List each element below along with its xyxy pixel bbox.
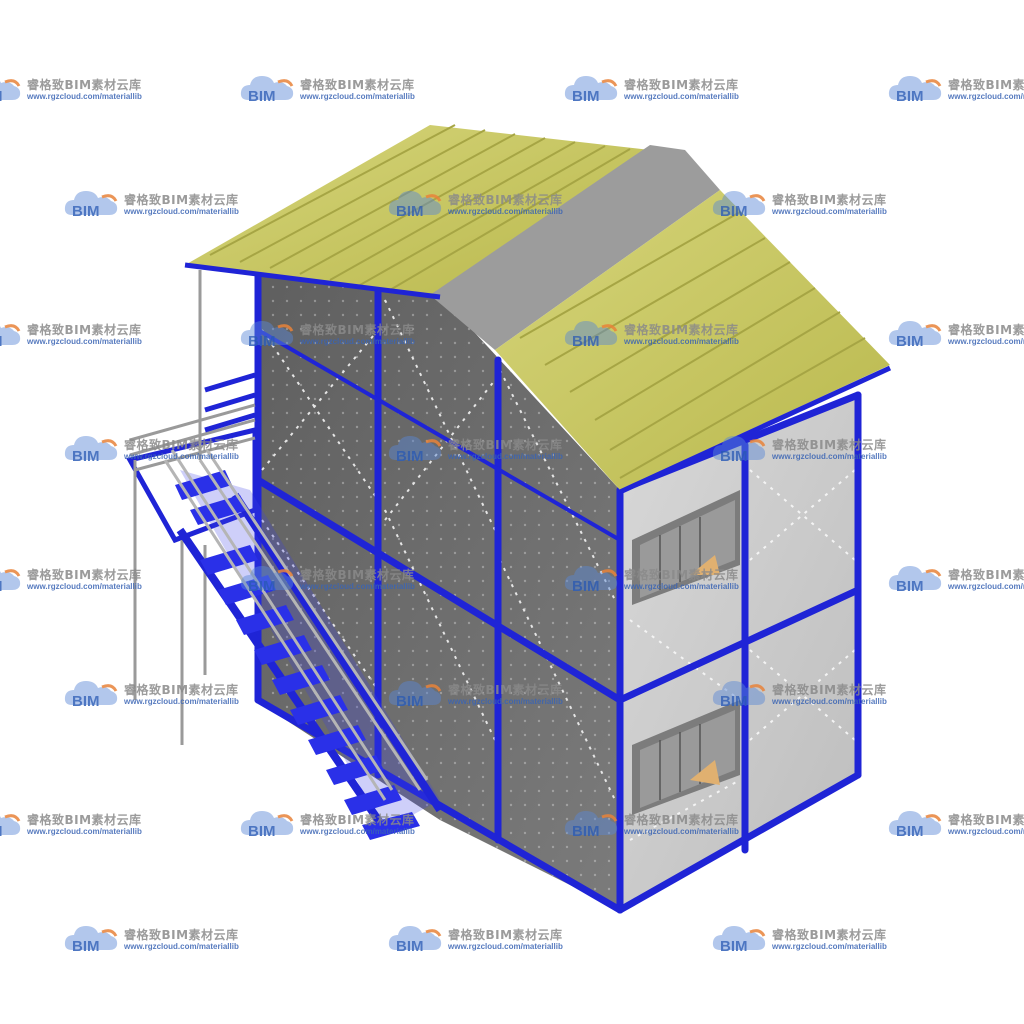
roof-left-slope <box>185 125 650 295</box>
lower-window <box>632 700 740 815</box>
roof-right-slope <box>495 190 890 490</box>
side-wall-bracing <box>629 469 856 841</box>
roof-left-eave <box>184 262 441 300</box>
roof-left-ribs <box>209 124 631 291</box>
staircase <box>163 449 444 840</box>
wall-bracing <box>261 299 616 801</box>
roof-right-ribs <box>519 211 866 479</box>
balcony <box>126 270 258 745</box>
upper-window <box>632 490 740 605</box>
roof-ridge <box>430 145 720 350</box>
roof-eave <box>618 365 892 495</box>
